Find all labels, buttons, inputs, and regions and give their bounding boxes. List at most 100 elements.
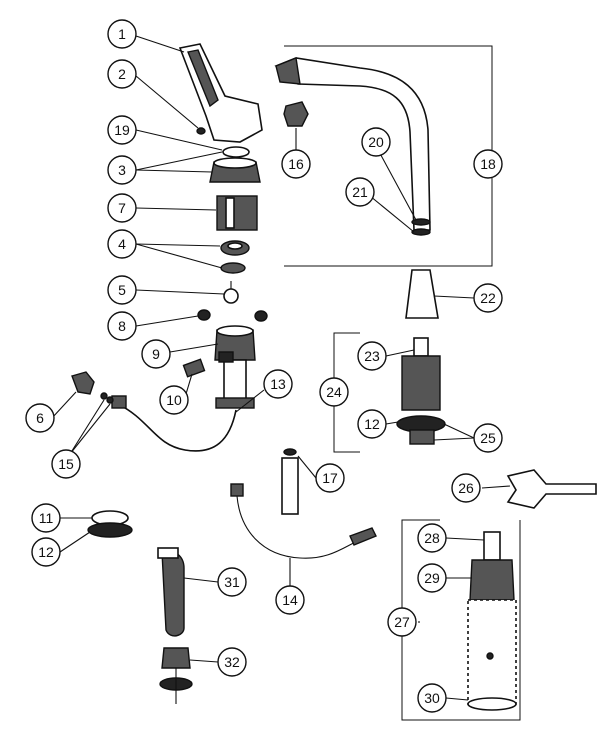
plug [182, 358, 206, 378]
cartridge-base [467, 697, 517, 711]
spray-connector [71, 371, 95, 395]
leader-13 [235, 389, 265, 413]
svg-text:11: 11 [39, 510, 54, 526]
leader-22 [433, 295, 475, 299]
callout-11: 11 [31, 503, 61, 533]
svg-text:10: 10 [166, 392, 182, 408]
leader-10 [185, 373, 193, 395]
leader-25b [433, 437, 475, 441]
callout-20: 20 [361, 127, 391, 157]
svg-text:3: 3 [118, 162, 126, 178]
svg-text:12: 12 [364, 416, 380, 432]
hex-nut [283, 101, 309, 127]
leader-4a [135, 243, 221, 247]
svg-text:27: 27 [394, 614, 410, 630]
seat-left [197, 309, 211, 321]
cartridge-body [467, 599, 517, 705]
svg-text:19: 19 [114, 122, 130, 138]
leader-31 [183, 577, 219, 583]
callout-32: 32 [217, 647, 247, 677]
svg-text:28: 28 [424, 530, 440, 546]
spray-holder [161, 550, 185, 637]
diverter-base [409, 429, 435, 445]
svg-text:32: 32 [224, 654, 240, 670]
spray-head-base [87, 522, 133, 538]
callout-15: 15 [51, 449, 81, 479]
svg-text:17: 17 [322, 470, 338, 486]
callout-3: 3 [107, 155, 137, 185]
leader-15a [69, 399, 105, 455]
callout-27: 27 [387, 607, 417, 637]
callout-13: 13 [263, 369, 293, 399]
svg-text:14: 14 [282, 592, 298, 608]
leader-12b [385, 421, 399, 425]
leader-9 [169, 343, 219, 353]
callout-29: 29 [417, 563, 447, 593]
supply-hose-core [117, 403, 237, 452]
tube-17 [281, 457, 299, 515]
leader-21 [369, 195, 415, 233]
spout-o-ring-21 [411, 228, 431, 236]
spray-hose [236, 495, 361, 559]
hose-nut [111, 395, 127, 409]
svg-text:8: 8 [118, 318, 126, 334]
spray-holder-cap [157, 547, 179, 559]
leader-3a [135, 151, 223, 171]
leader-12a [59, 531, 91, 553]
callout-12-left: 12 [31, 537, 61, 567]
leader-28 [445, 537, 485, 541]
spout-sleeve [405, 269, 439, 319]
leader-2 [135, 75, 199, 129]
leader-19 [135, 129, 223, 151]
callout-24: 24 [319, 377, 349, 407]
svg-text:16: 16 [288, 156, 304, 172]
leader-8 [135, 315, 199, 327]
wrench [506, 469, 597, 509]
washer-15a [100, 392, 108, 400]
cartridge-assembly-bracket [401, 519, 521, 721]
leader-25a [443, 423, 475, 439]
valve-body-port [218, 351, 234, 363]
seat-right [254, 310, 268, 322]
callout-1: 1 [107, 19, 137, 49]
hose-fitting [230, 483, 244, 497]
svg-text:25: 25 [480, 430, 496, 446]
spray-hose-end [349, 527, 377, 546]
svg-text:1: 1 [118, 26, 126, 42]
svg-text:23: 23 [364, 348, 380, 364]
callout-16: 16 [281, 149, 311, 179]
leader-6 [51, 391, 77, 419]
svg-text:21: 21 [352, 184, 368, 200]
washer-4 [220, 262, 246, 274]
svg-text:6: 6 [36, 410, 44, 426]
leader-23 [385, 349, 415, 357]
callout-21: 21 [345, 177, 375, 207]
leader-15b [69, 403, 111, 455]
callout-25: 25 [473, 423, 503, 453]
spout-tip [275, 57, 301, 85]
callout-28: 28 [417, 523, 447, 553]
callout-4: 4 [107, 229, 137, 259]
set-screw [196, 127, 206, 135]
svg-text:24: 24 [326, 384, 342, 400]
valve-body-rim [216, 325, 254, 337]
washer-15b [106, 396, 114, 404]
callout-12-right: 12 [357, 409, 387, 439]
o-ring-19 [222, 146, 250, 158]
diverter-body [401, 355, 441, 411]
callout-19: 19 [107, 115, 137, 145]
callout-6: 6 [25, 403, 55, 433]
svg-text:29: 29 [424, 570, 440, 586]
leader-30 [445, 697, 469, 701]
tube-17-top [283, 448, 297, 456]
cap-nut-top [213, 157, 257, 169]
leader-26 [481, 485, 511, 489]
svg-text:7: 7 [118, 200, 126, 216]
callout-23: 23 [357, 341, 387, 371]
leader-7 [135, 207, 217, 211]
svg-text:12: 12 [38, 544, 54, 560]
callout-9: 9 [141, 339, 171, 369]
cartridge-stem [483, 531, 501, 561]
bearing-ring-hole [227, 242, 243, 250]
